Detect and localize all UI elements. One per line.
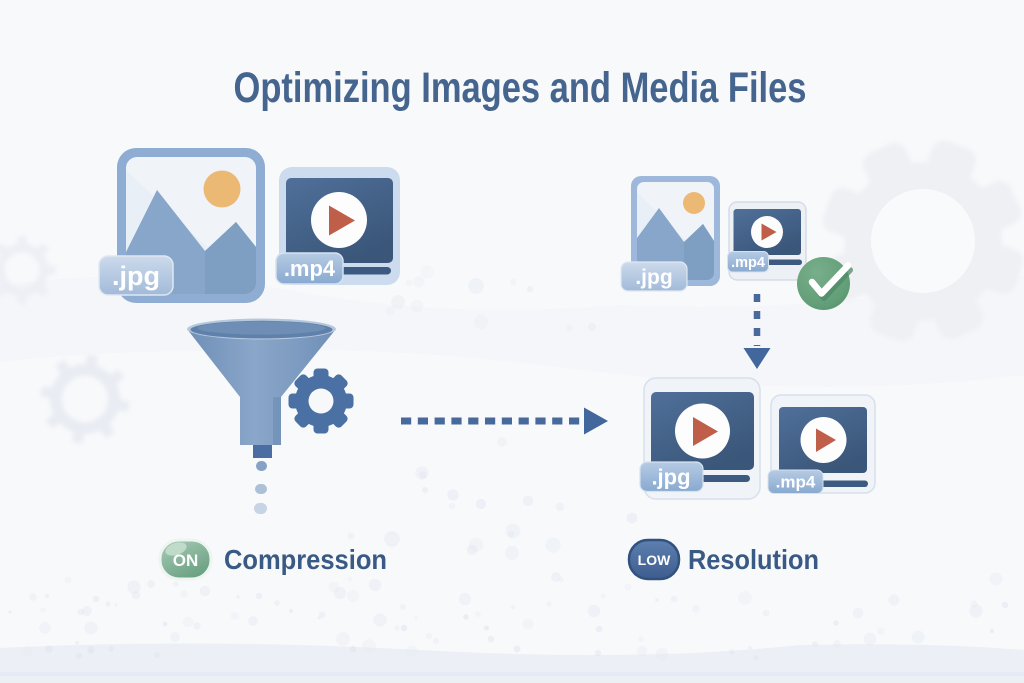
svg-text:.mp4: .mp4 <box>776 473 816 492</box>
svg-text:.jpg: .jpg <box>635 266 672 289</box>
svg-text:.mp4: .mp4 <box>731 255 765 271</box>
svg-text:Resolution: Resolution <box>688 544 819 575</box>
svg-text:ON: ON <box>173 551 199 570</box>
svg-text:.jpg: .jpg <box>112 261 160 291</box>
svg-text:Optimizing Images and Media Fi: Optimizing Images and Media Files <box>234 64 807 112</box>
svg-text:.jpg: .jpg <box>651 465 690 490</box>
svg-text:Compression: Compression <box>224 544 387 575</box>
svg-text:LOW: LOW <box>638 552 671 568</box>
svg-text:.mp4: .mp4 <box>284 256 336 281</box>
